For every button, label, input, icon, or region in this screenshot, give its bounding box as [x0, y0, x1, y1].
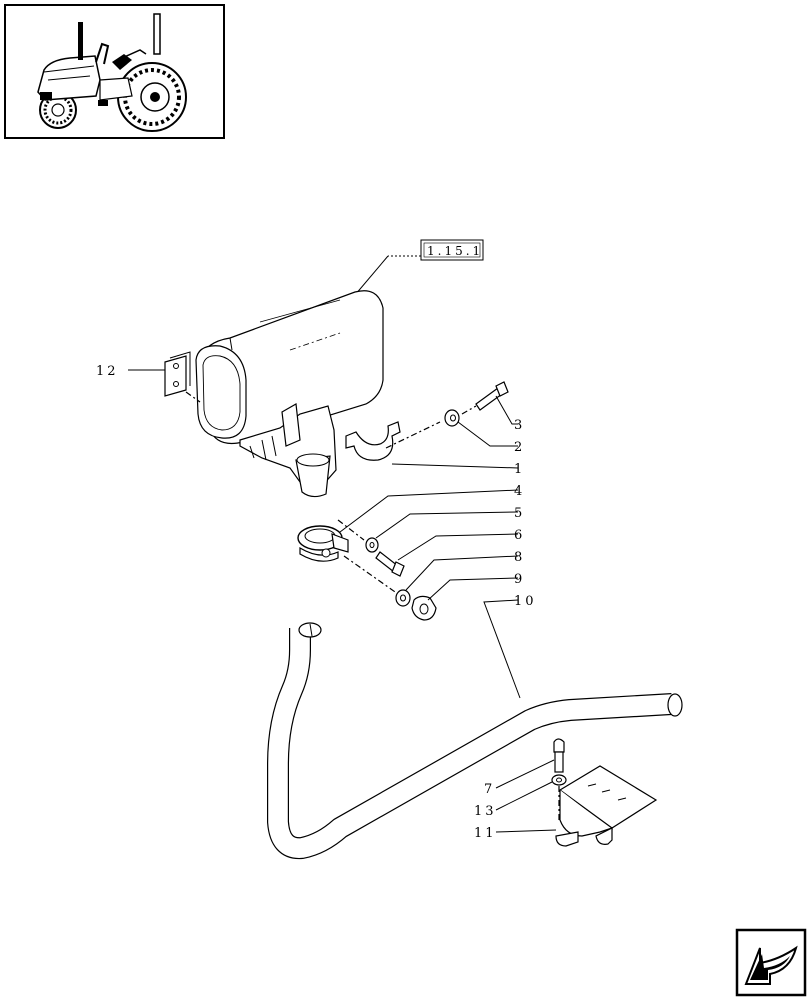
callout-7: 7	[484, 782, 495, 797]
reference-box: 1.15.1	[354, 239, 484, 296]
part-2-washer	[444, 409, 460, 427]
part-9-nut	[411, 595, 437, 621]
part-4-hose-clamp	[297, 525, 349, 562]
part-5-washer	[365, 537, 379, 553]
part-12-plate	[164, 351, 201, 403]
callout-9: 9	[514, 572, 525, 587]
muffler	[195, 290, 384, 498]
callout-5: 5	[514, 506, 525, 521]
part-8-washer	[395, 589, 411, 607]
callout-10: 10	[514, 594, 537, 609]
callout-3: 3	[514, 418, 525, 433]
callout-8: 8	[514, 550, 525, 565]
part-1-clamp	[345, 421, 401, 461]
callout-6: 6	[514, 528, 525, 543]
part-6-bolt	[375, 551, 405, 577]
callout-11: 11	[474, 826, 497, 841]
callout-1: 1	[514, 462, 525, 477]
callout-4: 4	[514, 484, 525, 499]
part-13-washer	[551, 774, 567, 786]
part-3-bolt	[475, 381, 509, 411]
tractor-thumbnail-icon	[4, 4, 225, 139]
part-11-bracket	[555, 765, 658, 847]
leader-lines	[128, 369, 557, 833]
callout-2: 2	[514, 440, 525, 455]
callout-13: 13	[474, 804, 497, 819]
callout-12: 12	[96, 364, 119, 379]
part-7-bolt	[553, 738, 565, 773]
next-page-arrow-icon[interactable]	[735, 928, 807, 997]
part-10-exhaust-pipe	[267, 622, 683, 860]
reference-box-label: 1.15.1	[427, 244, 483, 258]
